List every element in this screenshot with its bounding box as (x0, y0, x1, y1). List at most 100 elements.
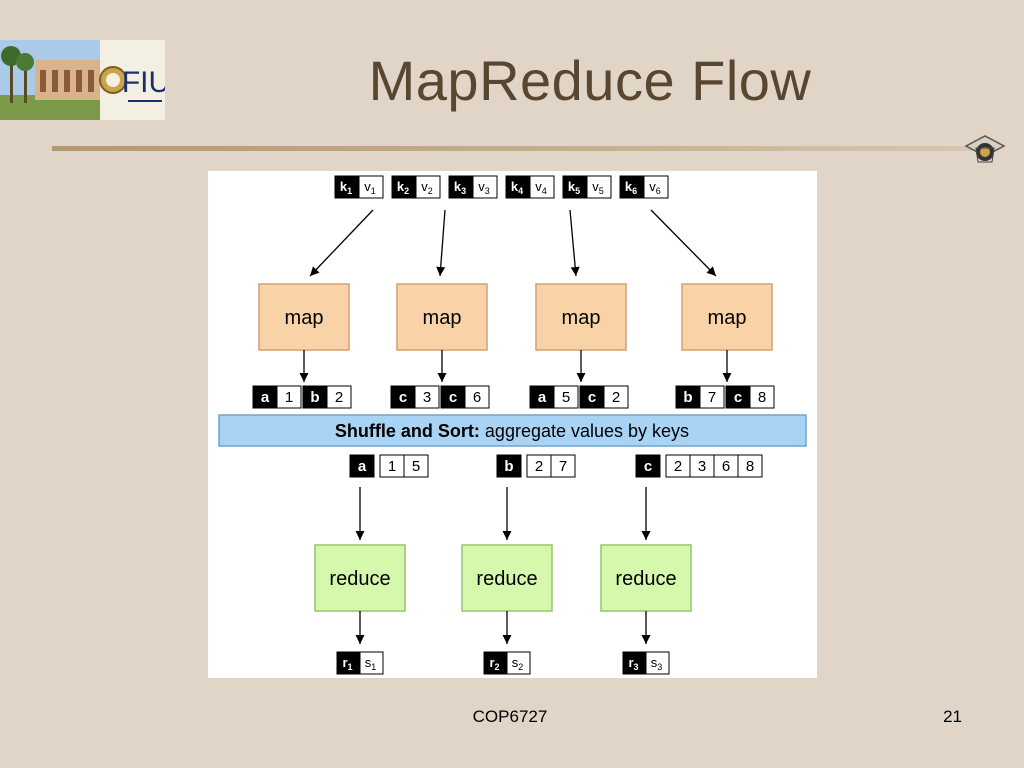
group-b-value-2-box (550, 454, 576, 478)
output-value-2-box (506, 651, 531, 675)
input-arrow-2-line (439, 209, 446, 277)
input-key-4-sub: 4 (518, 186, 523, 196)
output-key-1-text: r1 (342, 655, 352, 672)
map-3-out-2-value-box (603, 385, 629, 409)
map-2-out-1-value-text: 3 (423, 389, 431, 406)
map-3-out-2-key: c (579, 385, 605, 409)
map-4-out-2-value-text: 8 (758, 389, 766, 406)
map-box-1-rect (258, 283, 350, 351)
input-value-5-box (586, 175, 612, 199)
output-value-3-box (645, 651, 670, 675)
reduce-arrow-out-3-head (641, 635, 651, 644)
reduce-box-3-label: reduce (615, 568, 676, 590)
map-4-out-1-key-text: b (683, 389, 692, 406)
group-b-value-2: 7 (550, 454, 576, 478)
input-value-6-box (643, 175, 669, 199)
map-arrow-2-head (437, 373, 447, 382)
map-1-out-2-key-text: b (310, 389, 319, 406)
map-2-out-1-key: c (390, 385, 416, 409)
input-value-3-sub: 3 (485, 186, 490, 196)
input-value-4-sub: 4 (542, 186, 547, 196)
output-value-2-sub: 2 (518, 662, 523, 672)
output-key-1-sub: 1 (348, 662, 353, 672)
input-value-1: v1 (358, 175, 384, 199)
shuffle-sort-rect (218, 414, 807, 447)
input-key-2: k2 (391, 175, 417, 199)
output-value-3: s3 (645, 651, 670, 675)
input-value-6: v6 (643, 175, 669, 199)
input-arrow-2-head (436, 266, 446, 276)
output-key-1: r1 (336, 651, 361, 675)
input-arrow-1-head (310, 266, 320, 276)
map-arrow-3-head (576, 373, 586, 382)
map-box-1-label: map (285, 307, 324, 329)
map-2-out-1-key-text: c (399, 389, 407, 406)
slide-title: MapReduce Flow (368, 49, 812, 112)
map-box-4-label: map (708, 307, 747, 329)
map-4-out-2-key: c (725, 385, 751, 409)
reduce-arrow-in-3-head (641, 531, 651, 540)
input-value-1-box (358, 175, 384, 199)
map-box-4: map (681, 283, 773, 351)
fiu-logo-text: FIU (122, 66, 165, 99)
mascot-logo (964, 135, 1006, 163)
map-box-3: map (535, 283, 627, 351)
reduce-arrow-out-1-head (355, 635, 365, 644)
map-4-out-1-value: 7 (699, 385, 725, 409)
group-c-value-1: 2 (665, 454, 691, 478)
map-4-out-2-value-box (749, 385, 775, 409)
input-value-1-sub: 1 (371, 186, 376, 196)
map-1-out-2-value-text: 2 (335, 389, 343, 406)
input-arrow-4-head (706, 266, 716, 276)
input-key-5-sub: 5 (575, 186, 580, 196)
map-2-out-1-value: 3 (414, 385, 440, 409)
reduce-box-1-rect (314, 544, 406, 612)
map-4-out-1-value-text: 7 (708, 389, 716, 406)
fiu-logo: FIU (0, 40, 165, 120)
group-key-b: b (496, 454, 522, 478)
shuffle-sort-bold: Shuffle and Sort: (335, 421, 480, 441)
map-box-2: map (396, 283, 488, 351)
group-a-value-2-box (403, 454, 429, 478)
group-key-c: c (635, 454, 661, 478)
input-value-5-sub: 5 (599, 186, 604, 196)
input-value-3-text: v3 (478, 179, 490, 196)
reduce-box-2-rect (461, 544, 553, 612)
map-1-out-1-value-text: 1 (285, 389, 293, 406)
input-key-6-sub: 6 (632, 186, 637, 196)
map-box-3-label: map (562, 307, 601, 329)
title-divider (52, 146, 972, 151)
output-value-1-text: s1 (365, 655, 377, 672)
map-3-out-1-key: a (529, 385, 555, 409)
input-value-5-text: v5 (592, 179, 604, 196)
map-2-out-2-value-box (464, 385, 490, 409)
map-arrow-4-head (722, 373, 732, 382)
map-1-out-2-value-box (326, 385, 352, 409)
input-value-2: v2 (415, 175, 441, 199)
group-a-value-1: 1 (379, 454, 405, 478)
reduce-box-2-label: reduce (476, 568, 537, 590)
group-c-value-4: 8 (737, 454, 763, 478)
group-a-value-2: 5 (403, 454, 429, 478)
input-value-3: v3 (472, 175, 498, 199)
group-c-value-1-text: 2 (674, 458, 682, 475)
map-box-2-label: map (423, 307, 462, 329)
map-4-out-2-value: 8 (749, 385, 775, 409)
reduce-box-1: reduce (314, 544, 406, 612)
output-value-1-sub: 1 (371, 662, 376, 672)
group-key-c-text: c (644, 458, 652, 475)
map-1-out-1-value-box (276, 385, 302, 409)
group-c-value-3-text: 6 (722, 458, 730, 475)
input-value-4: v4 (529, 175, 555, 199)
group-key-a: a (349, 454, 375, 478)
group-c-value-2-text: 3 (698, 458, 706, 475)
map-3-out-1-value: 5 (553, 385, 579, 409)
map-1-out-2-key: b (302, 385, 328, 409)
map-1-out-1-value: 1 (276, 385, 302, 409)
group-key-b-text: b (504, 458, 513, 475)
map-box-2-rect (396, 283, 488, 351)
map-4-out-1-key: b (675, 385, 701, 409)
group-key-c-box (635, 454, 661, 478)
map-2-out-2-key: c (440, 385, 466, 409)
